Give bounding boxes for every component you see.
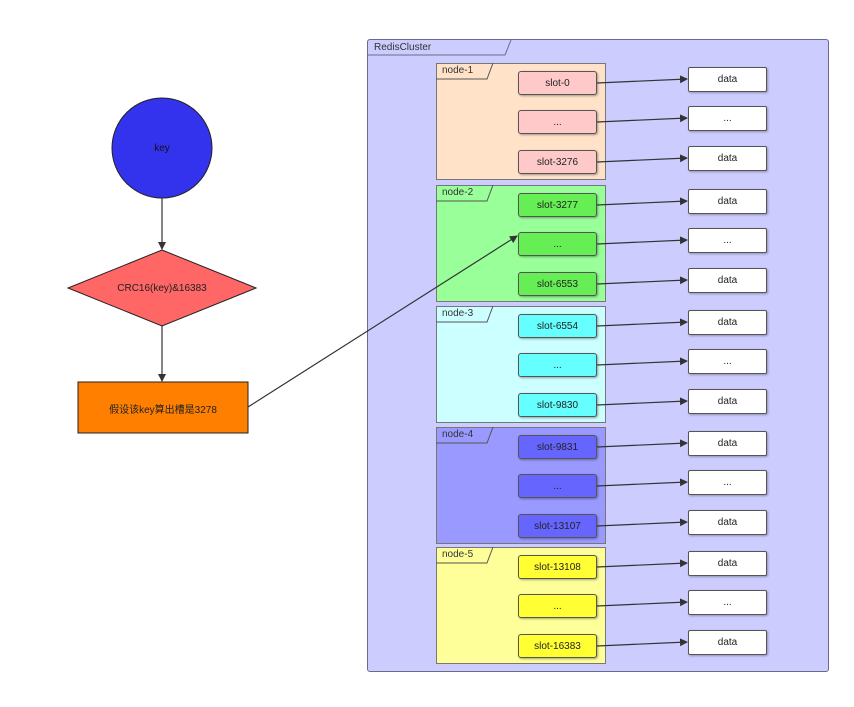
- arrow-slot-to-data: [596, 397, 688, 406]
- data-box: data: [688, 67, 767, 92]
- slot-box: slot-6554: [518, 314, 597, 338]
- arrow-slot-to-data: [596, 638, 688, 647]
- data-box: data: [688, 630, 767, 655]
- key-label: key: [154, 142, 170, 154]
- slot-box: ...: [518, 110, 597, 134]
- data-box: data: [688, 189, 767, 214]
- arrow-slot-to-data: [596, 276, 688, 285]
- slot-box: ...: [518, 474, 597, 498]
- slot-box: slot-6553: [518, 272, 597, 296]
- hash-label: CRC16(key)&16383: [117, 282, 207, 294]
- node-tab-outline: [436, 305, 494, 323]
- slot-box: slot-9831: [518, 435, 597, 459]
- node-tab-outline: [436, 62, 494, 80]
- node-title: node-2: [442, 187, 474, 198]
- node-tab-outline: [436, 426, 494, 444]
- data-box: ...: [688, 228, 767, 253]
- slot-box: ...: [518, 232, 597, 256]
- node-title: node-1: [442, 65, 474, 76]
- slot-box: slot-13108: [518, 555, 597, 579]
- slot-box: slot-16383: [518, 634, 597, 658]
- slot-box: slot-3276: [518, 150, 597, 174]
- arrow-slot-to-data: [596, 357, 688, 366]
- data-box: data: [688, 310, 767, 335]
- data-box: ...: [688, 470, 767, 495]
- arrow-slot-to-data: [596, 236, 688, 245]
- slot-box: slot-3277: [518, 193, 597, 217]
- arrow-slot-to-data: [596, 154, 688, 163]
- slot-box: ...: [518, 353, 597, 377]
- data-box: data: [688, 510, 767, 535]
- arrow-slot-to-data: [596, 197, 688, 206]
- slot-box: slot-13107: [518, 514, 597, 538]
- slot-box: ...: [518, 594, 597, 618]
- data-box: data: [688, 389, 767, 414]
- arrow-slot-to-data: [596, 518, 688, 527]
- data-box: data: [688, 551, 767, 576]
- cluster-title: RedisCluster: [374, 42, 432, 53]
- arrow-slot-to-data: [596, 439, 688, 448]
- arrow-slot-to-data: [596, 114, 688, 123]
- node-title: node-5: [442, 549, 474, 560]
- slot-box: slot-0: [518, 71, 597, 95]
- arrow-slot-to-data: [596, 318, 688, 327]
- arrow-slot-to-data: [596, 598, 688, 607]
- node-title: node-4: [442, 429, 474, 440]
- cluster-tab-outline: [367, 39, 512, 56]
- arrow-slot-to-data: [596, 75, 688, 84]
- data-box: ...: [688, 590, 767, 615]
- result-label: 假设该key算出槽是3278: [109, 404, 217, 416]
- arrow-slot-to-data: [596, 559, 688, 568]
- data-box: ...: [688, 349, 767, 374]
- node-tab-outline: [436, 184, 494, 202]
- data-box: data: [688, 146, 767, 171]
- node-title: node-3: [442, 308, 474, 319]
- data-box: data: [688, 431, 767, 456]
- node-tab-outline: [436, 546, 494, 564]
- data-box: data: [688, 268, 767, 293]
- arrow-result-to-slot: [247, 235, 518, 408]
- data-box: ...: [688, 106, 767, 131]
- result-box: [77, 381, 249, 434]
- arrow-slot-to-data: [596, 478, 688, 487]
- slot-box: slot-9830: [518, 393, 597, 417]
